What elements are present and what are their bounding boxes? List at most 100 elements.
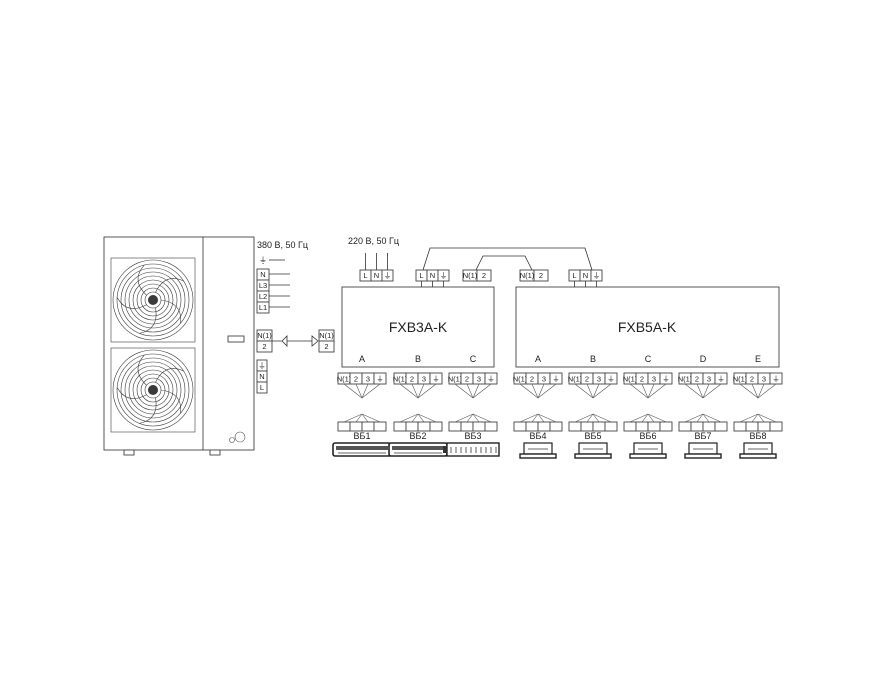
bridge-right-signal-terminal-label: N(1) xyxy=(520,271,535,280)
outdoor-to-box-link: N(1) 2 xyxy=(272,329,335,353)
branch-box-1-frame xyxy=(341,286,495,368)
port-terminal: N(1) xyxy=(733,372,748,385)
port-terminal-label: N(1) xyxy=(623,375,638,384)
bridge-left-signal-terminal-label: N(1) xyxy=(463,271,478,280)
port-terminal: 3 xyxy=(592,372,606,385)
bridge-left-power-terminal: L xyxy=(415,269,428,282)
port-terminal: ⏚ xyxy=(484,372,498,385)
bridge-left-signal-terminal: N(1) xyxy=(462,269,478,282)
bridge-left-power-terminal-label: ⏚ xyxy=(440,271,448,280)
box1-power-label: 220 В, 50 Гц xyxy=(348,236,399,246)
box2-power-terminal: N xyxy=(579,269,592,282)
fan-bottom-icon xyxy=(110,347,196,433)
outdoor-signal-terminal-label: N(1) xyxy=(257,331,272,340)
port-terminal: 2 xyxy=(580,372,594,385)
indoor-unit-label: ВБ7 xyxy=(695,431,712,441)
port-terminal-label: 2 xyxy=(695,375,699,384)
branch-box-2-frame xyxy=(515,286,780,368)
port-terminal-label: 3 xyxy=(422,375,426,384)
outdoor-unit-service-port xyxy=(229,431,246,443)
port-terminal-label: ⏚ xyxy=(487,375,495,384)
port-terminal-label: 3 xyxy=(542,375,546,384)
port-terminal: 3 xyxy=(537,372,551,385)
port-terminal: 2 xyxy=(635,372,649,385)
outdoor-power-ground-icon: ⏚ xyxy=(259,256,267,265)
bridge-left-power-terminal-label: N xyxy=(430,271,435,280)
bridge-right-signal-terminal: 2 xyxy=(533,269,549,282)
port-terminal-label: ⏚ xyxy=(717,375,725,384)
indoor-unit-cassette-icon xyxy=(519,442,557,459)
branch-box-2-model: FXB5A-K xyxy=(618,319,677,335)
port-terminal-label: 3 xyxy=(707,375,711,384)
port-terminal-label: ⏚ xyxy=(607,375,615,384)
port-terminal-label: 2 xyxy=(465,375,469,384)
port-terminal: 2 xyxy=(525,372,539,385)
box2-power-terminal-label: N xyxy=(583,271,588,280)
port-terminal: N(1) xyxy=(393,372,408,385)
port-terminal: 3 xyxy=(702,372,716,385)
port-label: B xyxy=(415,354,421,364)
outdoor-power-label: 380 В, 50 Гц xyxy=(257,240,308,250)
indoor-unit-duct-icon xyxy=(443,442,500,457)
indoor-unit-label: ВБ4 xyxy=(530,431,547,441)
port-terminal-label: 3 xyxy=(477,375,481,384)
indoor-unit-cassette-icon xyxy=(684,442,722,459)
box1-power-terminal: L xyxy=(359,269,372,282)
port-terminal: ⏚ xyxy=(769,372,783,385)
outdoor-power-terminal: L2 xyxy=(256,290,270,303)
port-terminal-label: 2 xyxy=(585,375,589,384)
port-terminal: ⏚ xyxy=(429,372,443,385)
link-terminal-label: N(1) xyxy=(319,331,334,340)
outdoor-power-terminal-label: L1 xyxy=(259,303,267,312)
box1-power-terminal-label: N xyxy=(374,271,379,280)
indoor-unit-wall-icon xyxy=(388,442,448,457)
port-terminal-label: 3 xyxy=(652,375,656,384)
box1-power-terminal: ⏚ xyxy=(381,269,394,282)
port-terminal-label: N(1) xyxy=(513,375,528,384)
port-label: A xyxy=(535,354,541,364)
port-terminal: ⏚ xyxy=(714,372,728,385)
port-terminal: N(1) xyxy=(623,372,638,385)
port-terminal: 2 xyxy=(745,372,759,385)
port-terminal: 2 xyxy=(349,372,363,385)
link-terminals: N(1) 2 xyxy=(318,329,335,353)
bridge-left-signal-terminal-label: 2 xyxy=(482,271,486,280)
port-terminal-label: ⏚ xyxy=(772,375,780,384)
indoor-unit-label: ВБ6 xyxy=(640,431,657,441)
port-terminal-label: ⏚ xyxy=(376,375,384,384)
port-terminal-label: ⏚ xyxy=(552,375,560,384)
bridge-right-signal-terminal: N(1) xyxy=(519,269,535,282)
link-terminal-label: 2 xyxy=(324,342,328,351)
branch-box-2: FXB5A-K xyxy=(515,286,780,368)
port-terminal: 3 xyxy=(647,372,661,385)
outdoor-power-terminal: L3 xyxy=(256,279,270,292)
bridge-left-signal-terminal: 2 xyxy=(476,269,492,282)
outdoor-signal-terminal-label: 2 xyxy=(262,342,266,351)
port-terminal-label: 2 xyxy=(640,375,644,384)
outdoor-power-terminal: N xyxy=(256,268,270,281)
box1-power-terminal: N xyxy=(370,269,383,282)
port-label: C xyxy=(645,354,652,364)
outdoor-out-terminals: ⏚NL xyxy=(256,359,268,394)
port-terminal: 3 xyxy=(757,372,771,385)
bridge-right-signal-terminal-label: 2 xyxy=(539,271,543,280)
port-terminal: N(1) xyxy=(337,372,352,385)
port-terminal-label: N(1) xyxy=(678,375,693,384)
port-label: B xyxy=(590,354,596,364)
port-terminal: N(1) xyxy=(568,372,583,385)
indoor-unit-cassette-icon xyxy=(574,442,612,459)
outdoor-out-terminal-label: L xyxy=(260,383,264,392)
port-terminal: 2 xyxy=(405,372,419,385)
